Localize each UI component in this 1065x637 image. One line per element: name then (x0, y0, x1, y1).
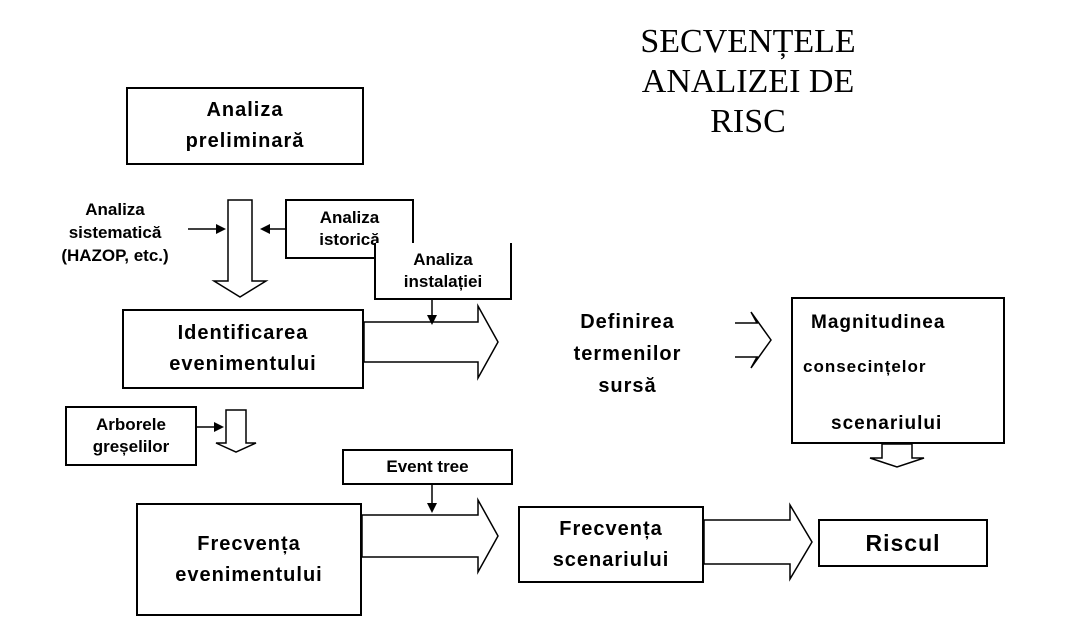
node-analiza-preliminara-line-1: Analiza (206, 99, 284, 121)
chevron-arrow-upper (735, 311, 772, 369)
node-frecventa-scenariului-line-1: Frecvența (559, 517, 663, 540)
node-definirea-line-1: Definirea (580, 311, 675, 333)
node-definirea-line-2: termenilor (573, 343, 682, 365)
node-arborele-line-1: Arborele (96, 415, 166, 434)
title-line-1: SECVENȚELE (640, 23, 856, 60)
node-definirea-termenilor-sursa: Definirea termenilor sursă (540, 306, 715, 402)
node-analiza-sistematica-line-1: Analiza (85, 200, 145, 219)
node-analiza-instalatiei-line-2: instalației (403, 271, 483, 291)
node-analiza-istorica: Analiza istorică (285, 199, 414, 259)
title-line-2: ANALIZEI DE (641, 63, 855, 100)
node-riscul-label: Riscul (865, 529, 941, 556)
node-riscul: Riscul (818, 519, 988, 567)
node-magnitudinea-line-1: Magnitudinea (811, 312, 946, 333)
node-identificarea-line-2: evenimentului (169, 353, 317, 375)
node-analiza-sistematica-line-2: sistematică (68, 223, 162, 242)
node-identificarea-line-1: Identificarea (177, 322, 309, 344)
arrow-sistematica-head (216, 224, 226, 234)
node-analiza-preliminara: Analiza preliminară (126, 87, 364, 165)
node-arborele-greselilor: Arborele greșelilor (65, 406, 197, 466)
node-frecventa-evenimentului-line-2: evenimentului (175, 563, 323, 586)
node-analiza-istorica-line-1: Analiza (319, 208, 380, 227)
hollow-arrow-frecventa-right (361, 497, 499, 575)
node-identificarea-evenimentului: Identificarea evenimentului (122, 309, 364, 389)
node-analiza-sistematica: Analiza sistematică (HAZOP, etc.) (40, 198, 190, 267)
node-arborele-line-2: greșelilor (92, 437, 170, 456)
node-definirea-line-3: sursă (598, 375, 657, 397)
hollow-arrow-to-identificarea (211, 199, 269, 298)
arrow-eventtree-head (427, 503, 437, 513)
arrow-instalatiei-head (427, 315, 437, 325)
node-analiza-instalatiei: Analiza instalației (374, 243, 512, 300)
node-analiza-instalatiei-line-1: Analiza (413, 249, 473, 269)
node-analiza-preliminara-line-2: preliminară (185, 130, 305, 152)
node-magnitudinea-line-2: consecințelor (803, 357, 927, 376)
node-analiza-istorica-line-2: istorică (319, 230, 380, 249)
node-frecventa-evenimentului: Frecvența evenimentului (136, 503, 362, 616)
node-event-tree-label: Event tree (386, 457, 469, 476)
hollow-arrow-arborele-down (215, 409, 257, 453)
arrow-istorica-head (260, 224, 270, 234)
node-magnitudinea-line-3: scenariului (831, 413, 943, 434)
node-frecventa-scenariului: Frecvența scenariului (518, 506, 704, 583)
node-frecventa-evenimentului-line-1: Frecvența (197, 532, 301, 555)
hollow-arrow-identificarea-right (363, 303, 499, 381)
title-line-3: RISC (710, 103, 786, 140)
node-magnitudinea-consecintelor: Magnitudinea consecințelor scenariului (791, 297, 1005, 444)
hollow-arrow-to-riscul (703, 502, 813, 582)
node-analiza-sistematica-line-3: (HAZOP, etc.) (61, 246, 169, 265)
diagram-title: SECVENȚELE ANALIZEI DE RISC (600, 22, 896, 142)
node-event-tree: Event tree (342, 449, 513, 485)
hollow-arrow-magnitudinea-down (869, 443, 925, 468)
arrow-arborele-head (214, 422, 224, 432)
node-frecventa-scenariului-line-2: scenariului (552, 548, 670, 571)
